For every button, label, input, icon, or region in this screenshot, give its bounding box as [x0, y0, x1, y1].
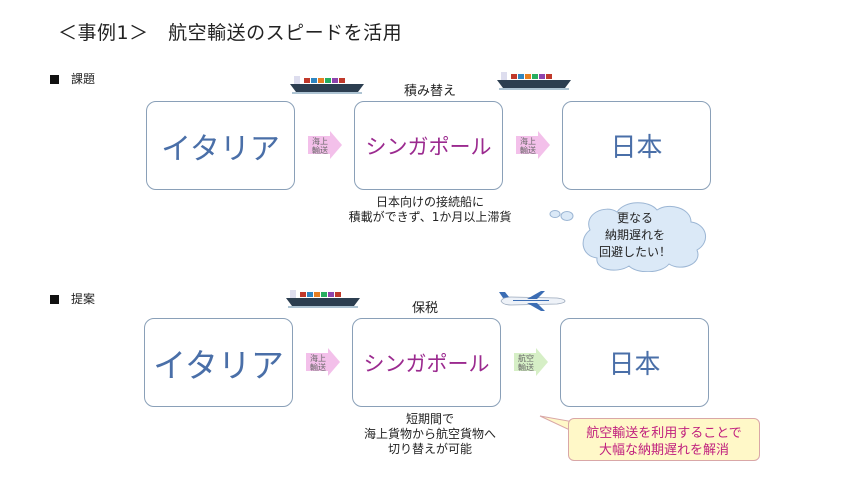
thought-cloud-icon [549, 202, 706, 272]
section-heading-text: 課題 [71, 72, 96, 86]
cloud-text: 更なる納期遅れを回避したい！ [598, 211, 671, 259]
proposal-note: 短期間で海上貨物から航空貨物へ切り替えが可能 [363, 412, 496, 456]
bullet-square-icon [50, 295, 59, 304]
sea-transport-arrow [308, 131, 342, 159]
page-title: ＜事例1＞ 航空輸送のスピードを活用 [58, 22, 403, 44]
section-heading-issue: 課題 [50, 70, 95, 87]
bonded-label: 保税 [411, 301, 438, 316]
section-heading-proposal: 提案 [50, 290, 95, 307]
arrow-label: 海上輸送 [520, 137, 536, 155]
box-singapore: シンガポール [352, 318, 501, 407]
airplane-icon [499, 291, 566, 311]
container-ship-icon [290, 76, 364, 94]
container-ship-icon [497, 72, 571, 90]
box-singapore: シンガポール [354, 101, 503, 190]
bullet-square-icon [50, 75, 59, 84]
container-ship-icon [286, 290, 360, 308]
box-japan: 日本 [562, 101, 711, 190]
air-transport-arrow [514, 348, 548, 376]
arrow-label: 航空輸送 [518, 354, 534, 372]
arrow-label: 海上輸送 [312, 137, 328, 155]
sea-transport-arrow [306, 348, 340, 376]
section-heading-text: 提案 [71, 292, 96, 306]
box-japan: 日本 [560, 318, 709, 407]
box-italy: イタリア [146, 101, 295, 190]
sea-transport-arrow [516, 131, 550, 159]
arrow-label: 海上輸送 [310, 354, 326, 372]
box-italy: イタリア [144, 318, 293, 407]
solution-callout: 航空輸送を利用することで大幅な納期遅れを解消 [568, 418, 760, 461]
issue-note: 日本向けの接続船に積載ができず、1か月以上滞貨 [348, 195, 512, 224]
transshipment-label: 積み替え [403, 84, 456, 99]
